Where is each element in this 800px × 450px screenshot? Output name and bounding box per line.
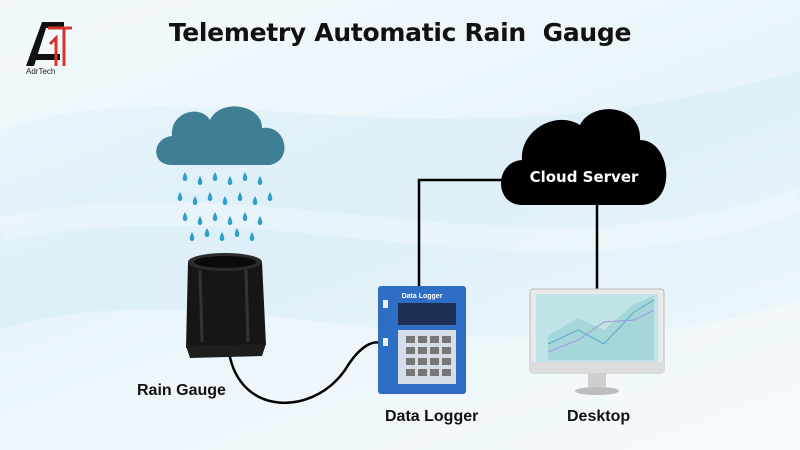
cable-gauge-to-logger (226, 339, 385, 404)
page-title: Telemetry Automatic Rain Gauge (168, 18, 632, 47)
rain-cloud-icon (156, 106, 285, 241)
connection-lines (226, 178, 599, 404)
cloud-server-label: Cloud Server (530, 168, 639, 186)
logo-text: AdrTech (26, 67, 56, 76)
rain-gauge-label: Rain Gauge (137, 382, 226, 399)
raindrops-icon (177, 172, 273, 241)
adrtech-logo (26, 22, 72, 66)
cloud-server-icon: Cloud Server (501, 109, 667, 205)
line-logger-to-cloud (417, 178, 508, 286)
desktop-label: Desktop (567, 408, 631, 425)
data-logger-panel-label: Data Logger (402, 293, 443, 300)
data-logger-icon: Data Logger (378, 286, 466, 394)
desktop-monitor-icon (529, 288, 665, 395)
keypad-icon (406, 336, 451, 376)
data-logger-label: Data Logger (385, 408, 479, 425)
rain-gauge-icon (186, 253, 266, 358)
